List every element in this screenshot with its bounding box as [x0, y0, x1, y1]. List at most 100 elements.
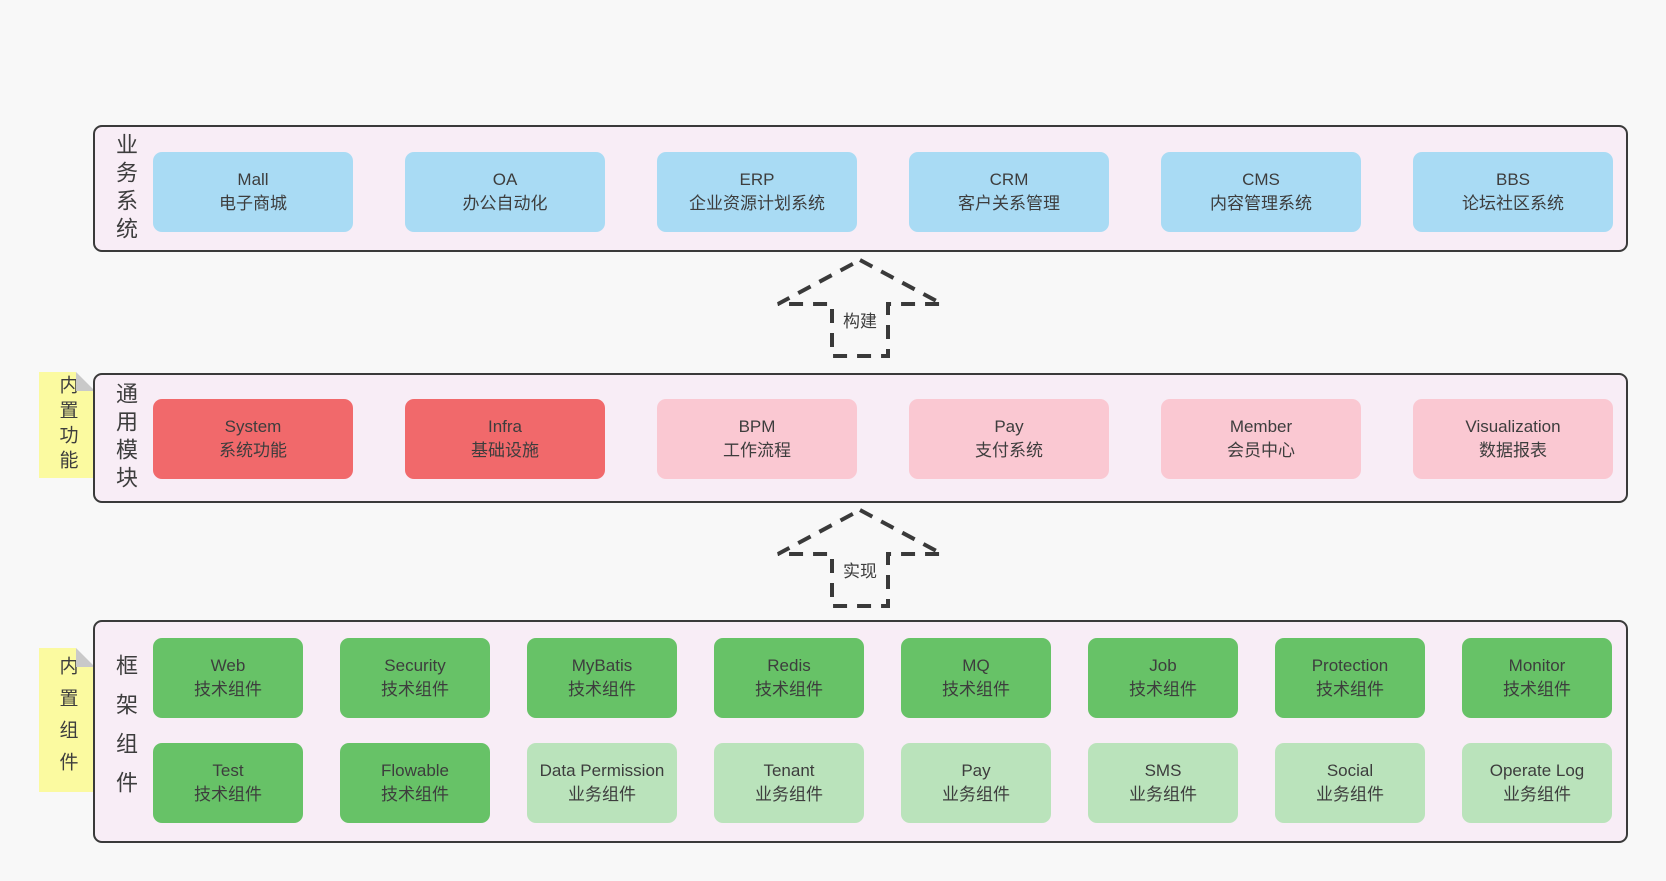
- sticky-note-text: 内置功能: [56, 375, 78, 475]
- box-cms: CMS 内容管理系统: [1161, 152, 1361, 232]
- sticky-note-builtin-features: 内置功能: [39, 372, 95, 478]
- box-subtitle: 客户关系管理: [958, 194, 1060, 213]
- box-visualization: Visualization 数据报表: [1413, 399, 1613, 479]
- section-label-framework-components: 框架组件: [113, 653, 138, 810]
- box-subtitle: 内容管理系统: [1210, 194, 1312, 213]
- arrow-implement: 实现: [772, 506, 948, 610]
- box-subtitle: 论坛社区系统: [1462, 194, 1564, 213]
- box-subtitle: 业务组件: [1129, 785, 1197, 804]
- box-subtitle: 办公自动化: [462, 194, 548, 213]
- box-bpm: BPM 工作流程: [657, 399, 857, 479]
- box-mq: MQ 技术组件: [901, 638, 1051, 718]
- section-label-business-systems: 业务系统: [113, 132, 138, 245]
- section-label-common-modules: 通用模块: [113, 382, 138, 494]
- box-sms: SMS 业务组件: [1088, 743, 1238, 823]
- box-title: SMS: [1144, 761, 1182, 780]
- box-operate-log: Operate Log 业务组件: [1462, 743, 1612, 823]
- box-subtitle: 基础设施: [471, 441, 539, 460]
- box-member: Member 会员中心: [1161, 399, 1361, 479]
- box-subtitle: 业务组件: [1503, 785, 1571, 804]
- box-subtitle: 工作流程: [723, 441, 791, 460]
- box-flowable: Flowable 技术组件: [340, 743, 490, 823]
- modules-box-row: System 系统功能 Infra 基础设施 BPM 工作流程 Pay 支付系统…: [153, 399, 1613, 479]
- box-tenant: Tenant 业务组件: [714, 743, 864, 823]
- business-box-row: Mall 电子商城 OA 办公自动化 ERP 企业资源计划系统 CRM 客户关系…: [153, 152, 1613, 232]
- box-title: Protection: [1311, 656, 1389, 675]
- box-title: Data Permission: [539, 761, 665, 780]
- box-subtitle: 技术组件: [755, 680, 823, 699]
- components-box-row-2: Test 技术组件 Flowable 技术组件 Data Permission …: [153, 743, 1612, 823]
- box-system: System 系统功能: [153, 399, 353, 479]
- box-title: Flowable: [380, 761, 450, 780]
- box-title: Operate Log: [1489, 761, 1585, 780]
- box-subtitle: 技术组件: [381, 785, 449, 804]
- box-subtitle: 支付系统: [975, 441, 1043, 460]
- box-mall: Mall 电子商城: [153, 152, 353, 232]
- box-title: MQ: [962, 656, 990, 675]
- box-title: Monitor: [1508, 656, 1566, 675]
- box-pay-component: Pay 业务组件: [901, 743, 1051, 823]
- arrow-build: 构建: [772, 256, 948, 360]
- box-subtitle: 业务组件: [1316, 785, 1384, 804]
- box-social: Social 业务组件: [1275, 743, 1425, 823]
- box-title: Mall: [237, 170, 269, 189]
- box-title: Job: [1149, 656, 1177, 675]
- box-data-permission: Data Permission 业务组件: [527, 743, 677, 823]
- box-title: Web: [210, 656, 246, 675]
- box-pay-module: Pay 支付系统: [909, 399, 1109, 479]
- box-redis: Redis 技术组件: [714, 638, 864, 718]
- box-title: Pay: [961, 761, 991, 780]
- box-title: Social: [1326, 761, 1374, 780]
- box-title: Test: [212, 761, 244, 780]
- box-subtitle: 业务组件: [568, 785, 636, 804]
- box-title: OA: [492, 170, 518, 189]
- box-test: Test 技术组件: [153, 743, 303, 823]
- box-crm: CRM 客户关系管理: [909, 152, 1109, 232]
- box-subtitle: 系统功能: [219, 441, 287, 460]
- box-title: Redis: [767, 656, 811, 675]
- box-subtitle: 技术组件: [1503, 680, 1571, 699]
- box-subtitle: 会员中心: [1227, 441, 1295, 460]
- components-box-row-1: Web 技术组件 Security 技术组件 MyBatis 技术组件 Redi…: [153, 638, 1612, 718]
- box-subtitle: 业务组件: [942, 785, 1010, 804]
- box-title: ERP: [739, 170, 775, 189]
- box-erp: ERP 企业资源计划系统: [657, 152, 857, 232]
- box-subtitle: 业务组件: [755, 785, 823, 804]
- box-subtitle: 技术组件: [1316, 680, 1384, 699]
- box-title: System: [224, 417, 282, 436]
- sticky-note-builtin-components: 内置组件: [39, 648, 95, 792]
- box-title: BPM: [738, 417, 776, 436]
- arrow-implement-label: 实现: [838, 556, 882, 583]
- up-arrow-dashed-icon: [777, 507, 943, 608]
- box-subtitle: 技术组件: [568, 680, 636, 699]
- box-oa: OA 办公自动化: [405, 152, 605, 232]
- box-title: MyBatis: [571, 656, 633, 675]
- box-subtitle: 企业资源计划系统: [689, 194, 825, 213]
- box-title: CMS: [1242, 170, 1280, 189]
- box-title: Security: [384, 656, 446, 675]
- box-title: Tenant: [763, 761, 815, 780]
- section-common-modules: 通用模块 System 系统功能 Infra 基础设施 BPM 工作流程 Pay…: [93, 373, 1628, 503]
- box-monitor: Monitor 技术组件: [1462, 638, 1612, 718]
- box-bbs: BBS 论坛社区系统: [1413, 152, 1613, 232]
- sticky-note-text: 内置组件: [56, 656, 78, 784]
- box-subtitle: 技术组件: [194, 785, 262, 804]
- box-subtitle: 技术组件: [942, 680, 1010, 699]
- box-title: Visualization: [1465, 417, 1561, 436]
- box-subtitle: 数据报表: [1479, 441, 1547, 460]
- section-business-systems: 业务系统 Mall 电子商城 OA 办公自动化 ERP 企业资源计划系统 CRM…: [93, 125, 1628, 252]
- box-title: Member: [1229, 417, 1293, 436]
- box-protection: Protection 技术组件: [1275, 638, 1425, 718]
- box-security: Security 技术组件: [340, 638, 490, 718]
- up-arrow-dashed-icon: [777, 257, 943, 358]
- box-subtitle: 技术组件: [381, 680, 449, 699]
- box-subtitle: 技术组件: [1129, 680, 1197, 699]
- box-title: BBS: [1495, 170, 1531, 189]
- box-subtitle: 电子商城: [219, 194, 287, 213]
- box-title: Infra: [487, 417, 523, 436]
- box-title: Pay: [994, 417, 1024, 436]
- box-mybatis: MyBatis 技术组件: [527, 638, 677, 718]
- box-title: CRM: [989, 170, 1029, 189]
- box-job: Job 技术组件: [1088, 638, 1238, 718]
